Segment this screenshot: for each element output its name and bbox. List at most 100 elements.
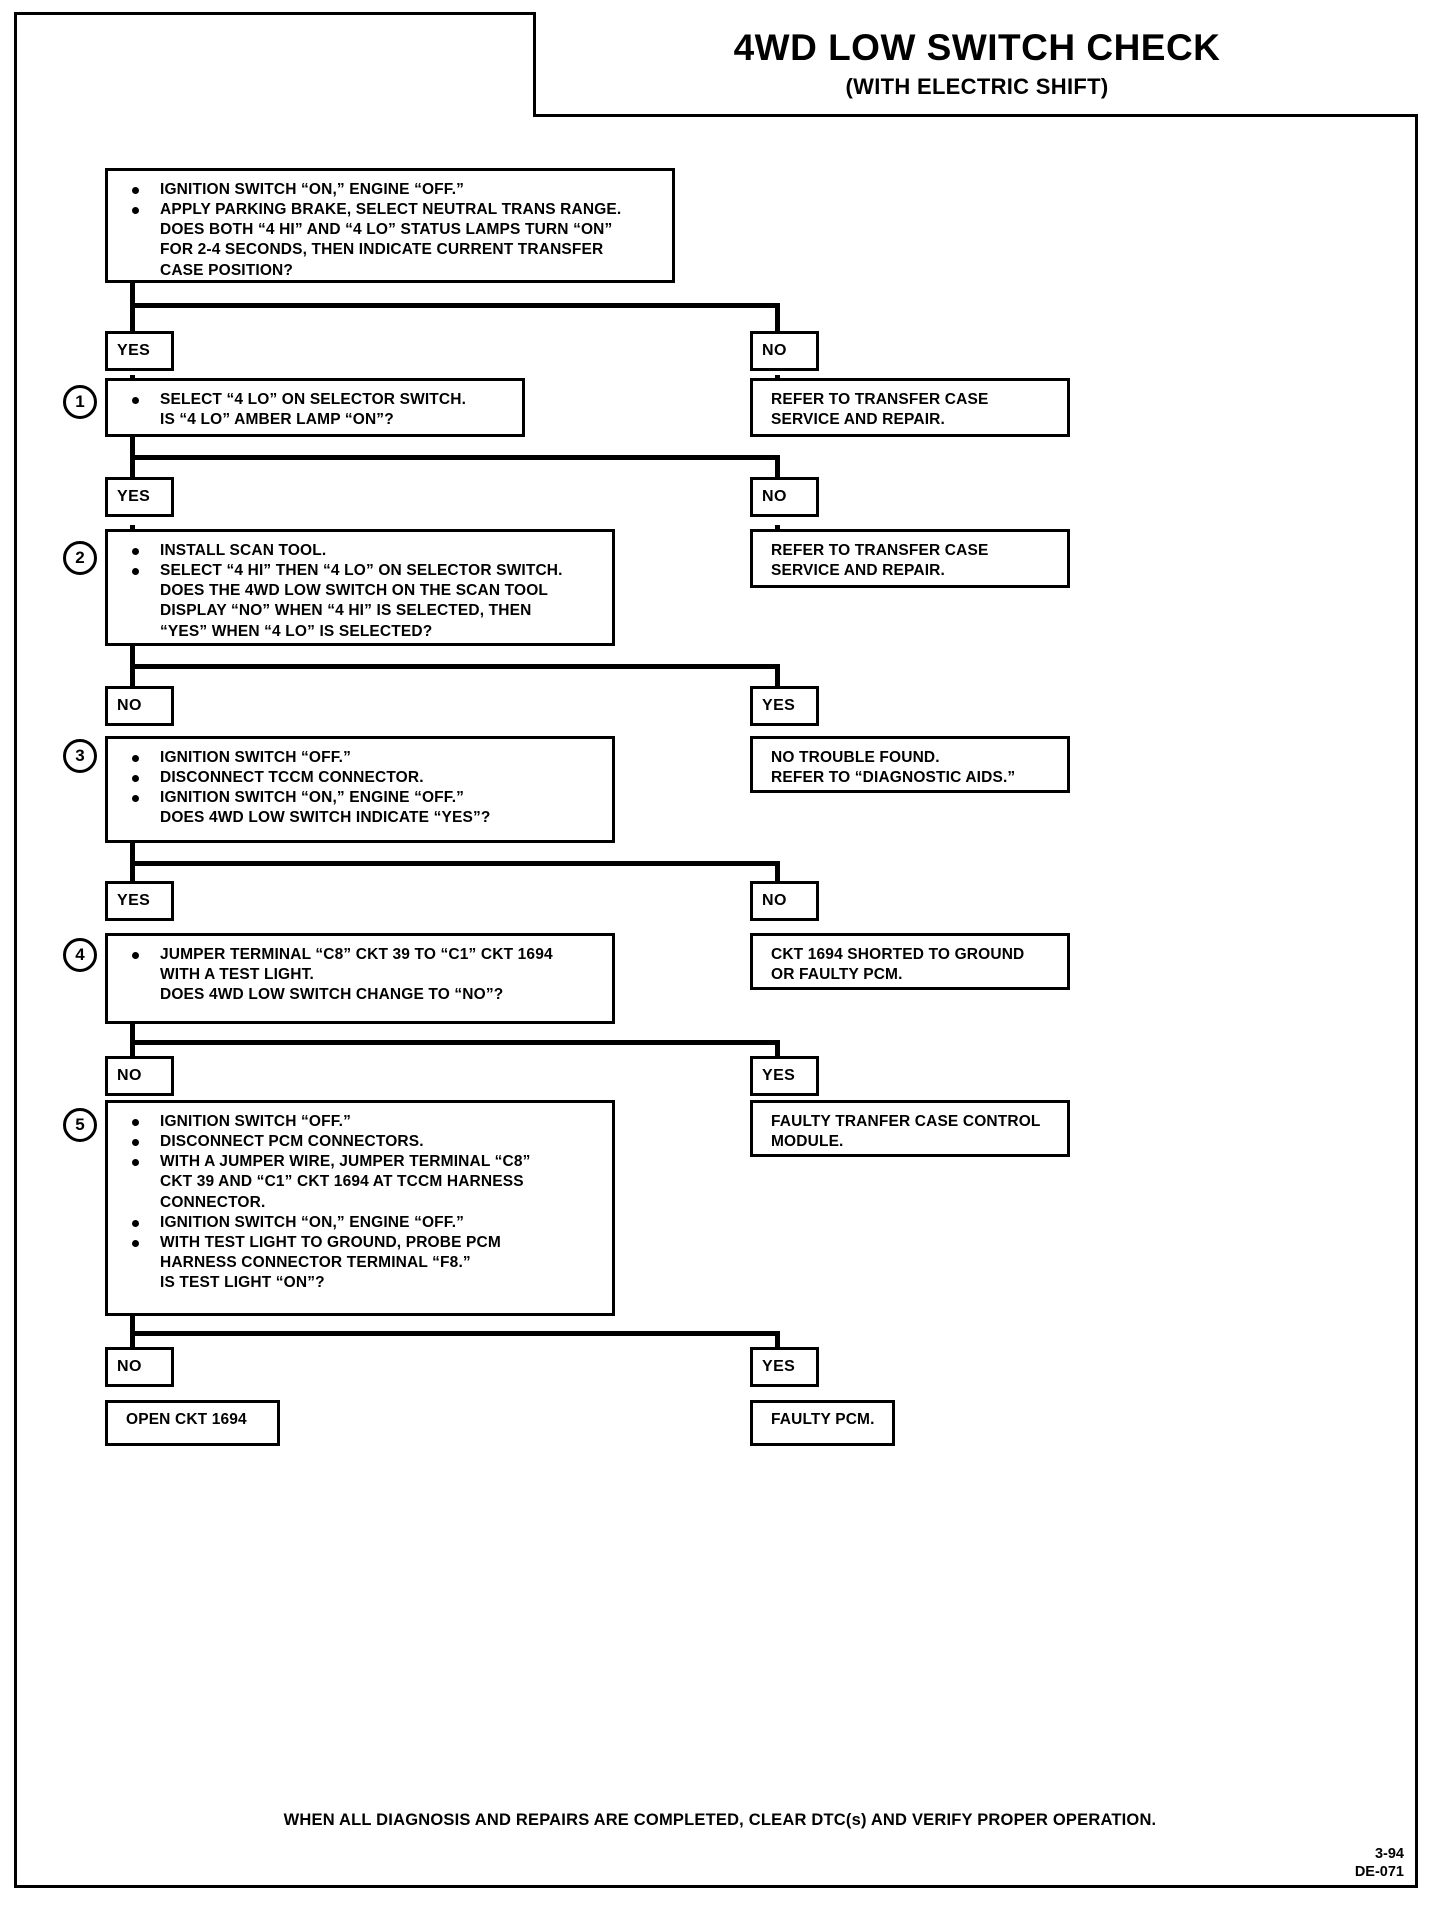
step-0-lines: IGNITION SWITCH “ON,” ENGINE “OFF.” APPL… [108, 171, 672, 290]
result-3-line-1: NO TROUBLE FOUND. [771, 749, 940, 766]
tag-no-step5: NO [105, 1347, 174, 1387]
step-1-line-1: SELECT “4 LO” ON SELECTOR SWITCH. [120, 390, 512, 410]
result-7-lines: FAULTY PCM. [753, 1403, 892, 1439]
step-5-lines: IGNITION SWITCH “OFF.” DISCONNECT PCM CO… [108, 1103, 612, 1302]
footnote-text: WHEN ALL DIAGNOSIS AND REPAIRS ARE COMPL… [283, 1811, 1157, 1829]
tag-no-step2-label: NO [117, 697, 142, 714]
tag-no-step1: NO [750, 477, 819, 517]
step-5-line-7: WITH TEST LIGHT TO GROUND, PROBE PCM [120, 1233, 602, 1253]
result-5-line-1: FAULTY TRANFER CASE CONTROL [771, 1113, 1041, 1130]
step-5-line-2: DISCONNECT PCM CONNECTORS. [120, 1132, 602, 1152]
tag-yes-step4-label: YES [762, 1067, 796, 1084]
step-5-line-3: WITH A JUMPER WIRE, JUMPER TERMINAL “C8” [120, 1152, 602, 1172]
tag-no-step0: NO [750, 331, 819, 371]
line-step4-split [130, 1040, 780, 1045]
line-step0-split [130, 303, 780, 308]
step-1-box: SELECT “4 LO” ON SELECTOR SWITCH. IS “4 … [105, 378, 525, 437]
line-step1-split [130, 455, 780, 460]
step-4-lines: JUMPER TERMINAL “C8” CKT 39 TO “C1” CKT … [108, 936, 612, 1014]
step-2-line-2: SELECT “4 HI” THEN “4 LO” ON SELECTOR SW… [120, 561, 602, 581]
step-2-box: INSTALL SCAN TOOL. SELECT “4 HI” THEN “4… [105, 529, 615, 646]
step-5-line-6: IGNITION SWITCH “ON,” ENGINE “OFF.” [120, 1213, 602, 1233]
step-2-line-4: DISPLAY “NO” WHEN “4 HI” IS SELECTED, TH… [160, 602, 532, 620]
result-6-lines: OPEN CKT 1694 [108, 1403, 277, 1439]
tag-no-step0-label: NO [762, 342, 787, 359]
result-4-line-1: CKT 1694 SHORTED TO GROUND [771, 946, 1025, 963]
result-4-line-2: OR FAULTY PCM. [771, 966, 903, 984]
result-4-lines: CKT 1694 SHORTED TO GROUND OR FAULTY PCM… [753, 936, 1067, 994]
line-step2-down-left [130, 646, 135, 718]
doc-code: DE-071 [1354, 1864, 1404, 1881]
step-0-line-2: APPLY PARKING BRAKE, SELECT NEUTRAL TRAN… [120, 200, 662, 220]
tag-no-step1-label: NO [762, 488, 787, 505]
step-0-line-3: DOES BOTH “4 HI” AND “4 LO” STATUS LAMPS… [160, 221, 613, 239]
result-1-box: REFER TO TRANSFER CASE SERVICE AND REPAI… [750, 378, 1070, 437]
result-7-line-1: FAULTY PCM. [771, 1411, 875, 1428]
step-1-line-2: IS “4 LO” AMBER LAMP “ON”? [160, 411, 394, 429]
result-5-lines: FAULTY TRANFER CASE CONTROL MODULE. [753, 1103, 1067, 1161]
tag-no-step3: NO [750, 881, 819, 921]
line-step0-down-left [130, 283, 135, 355]
tag-yes-step0: YES [105, 331, 174, 371]
step-4-line-2: WITH A TEST LIGHT. [160, 966, 314, 984]
tag-yes-step5: YES [750, 1347, 819, 1387]
line-step2-split [130, 664, 780, 669]
result-1-lines: REFER TO TRANSFER CASE SERVICE AND REPAI… [753, 381, 1067, 439]
result-6-box: OPEN CKT 1694 [105, 1400, 280, 1446]
line-step0-down-right [775, 303, 780, 355]
step-3-box: IGNITION SWITCH “OFF.” DISCONNECT TCCM C… [105, 736, 615, 843]
step-5-line-8: HARNESS CONNECTOR TERMINAL “F8.” [160, 1253, 471, 1271]
step-0-line-4: FOR 2-4 SECONDS, THEN INDICATE CURRENT T… [160, 241, 604, 259]
step-3-line-2: DISCONNECT TCCM CONNECTOR. [120, 768, 602, 788]
tag-no-step4: NO [105, 1056, 174, 1096]
step-1-number: 1 [63, 385, 97, 419]
result-3-line-2: REFER TO “DIAGNOSTIC AIDS.” [771, 769, 1016, 787]
result-6-line-1: OPEN CKT 1694 [126, 1411, 247, 1428]
tag-yes-step2-label: YES [762, 697, 796, 714]
tag-yes-step2: YES [750, 686, 819, 726]
result-5-line-2: MODULE. [771, 1133, 844, 1151]
tag-no-step3-label: NO [762, 892, 787, 909]
result-1-line-1: REFER TO TRANSFER CASE [771, 391, 989, 408]
step-3-line-4: DOES 4WD LOW SWITCH INDICATE “YES”? [160, 809, 491, 827]
step-4-box: JUMPER TERMINAL “C8” CKT 39 TO “C1” CKT … [105, 933, 615, 1024]
step-5-line-9: IS TEST LIGHT “ON”? [160, 1274, 325, 1292]
result-2-box: REFER TO TRANSFER CASE SERVICE AND REPAI… [750, 529, 1070, 588]
step-0-line-1: IGNITION SWITCH “ON,” ENGINE “OFF.” [120, 180, 662, 200]
step-5-number: 5 [63, 1108, 97, 1142]
step-5-box: IGNITION SWITCH “OFF.” DISCONNECT PCM CO… [105, 1100, 615, 1316]
step-2-line-5: “YES” WHEN “4 LO” IS SELECTED? [160, 622, 433, 640]
step-4-number: 4 [63, 938, 97, 972]
result-3-box: NO TROUBLE FOUND. REFER TO “DIAGNOSTIC A… [750, 736, 1070, 793]
line-step3-down-left [130, 843, 135, 913]
tag-yes-step1-label: YES [117, 488, 151, 505]
step-3-line-1: IGNITION SWITCH “OFF.” [120, 748, 602, 768]
result-1-line-2: SERVICE AND REPAIR. [771, 411, 945, 429]
step-2-line-3: DOES THE 4WD LOW SWITCH ON THE SCAN TOOL [160, 582, 549, 600]
tag-no-step4-label: NO [117, 1067, 142, 1084]
result-7-box: FAULTY PCM. [750, 1400, 895, 1446]
line-step1-down-left [130, 437, 135, 505]
step-3-lines: IGNITION SWITCH “OFF.” DISCONNECT TCCM C… [108, 739, 612, 838]
step-0-line-5: CASE POSITION? [160, 261, 294, 279]
tag-yes-step3-label: YES [117, 892, 151, 909]
step-1-lines: SELECT “4 LO” ON SELECTOR SWITCH. IS “4 … [108, 381, 522, 439]
step-4-line-3: DOES 4WD LOW SWITCH CHANGE TO “NO”? [160, 986, 504, 1004]
step-4-line-1: JUMPER TERMINAL “C8” CKT 39 TO “C1” CKT … [120, 945, 602, 965]
tag-yes-step0-label: YES [117, 342, 151, 359]
page-subtitle: (WITH ELECTRIC SHIFT) [845, 73, 1109, 99]
tag-no-step2: NO [105, 686, 174, 726]
step-0-box: IGNITION SWITCH “ON,” ENGINE “OFF.” APPL… [105, 168, 675, 283]
line-step3-split [130, 861, 780, 866]
step-3-line-3: IGNITION SWITCH “ON,” ENGINE “OFF.” [120, 788, 602, 808]
result-2-lines: REFER TO TRANSFER CASE SERVICE AND REPAI… [753, 532, 1067, 590]
page-number: 3-94 [1374, 1846, 1404, 1862]
step-5-line-4: CKT 39 AND “C1” CKT 1694 AT TCCM HARNESS [160, 1173, 524, 1191]
step-5-line-1: IGNITION SWITCH “OFF.” [120, 1112, 602, 1132]
result-3-lines: NO TROUBLE FOUND. REFER TO “DIAGNOSTIC A… [753, 739, 1067, 797]
step-3-number: 3 [63, 739, 97, 773]
step-5-line-5: CONNECTOR. [160, 1193, 266, 1211]
title-block: 4WD LOW SWITCH CHECK (WITH ELECTRIC SHIF… [533, 12, 1418, 117]
result-5-box: FAULTY TRANFER CASE CONTROL MODULE. [750, 1100, 1070, 1157]
